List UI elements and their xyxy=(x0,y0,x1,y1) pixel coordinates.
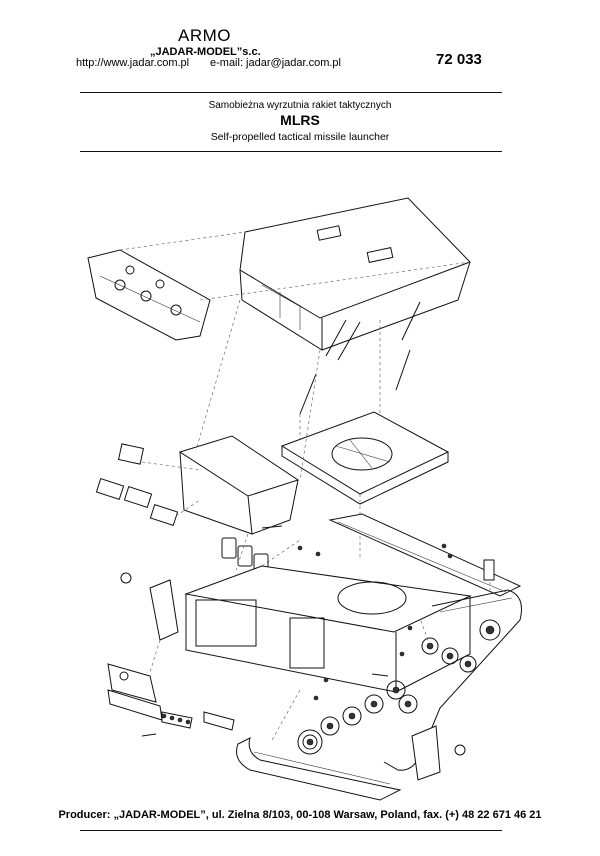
product-code: 72 033 xyxy=(436,51,482,68)
side-panel xyxy=(120,572,179,641)
drive-sprocket xyxy=(297,729,323,755)
cab-roof xyxy=(95,435,300,535)
track-upper xyxy=(328,513,522,597)
producer-info: Producer: „JADAR-MODEL”, ul. Zielna 8/10… xyxy=(58,809,542,821)
title-divider xyxy=(80,151,502,152)
company-name: „JADAR-MODEL”s.c. xyxy=(150,46,261,58)
subtitle-english: Self-propelled tactical missile launcher xyxy=(210,131,390,143)
email-contact[interactable]: e-mail: jadar@jadar.com.pl xyxy=(210,57,341,69)
track-right xyxy=(383,589,522,771)
assembly-guide-lines xyxy=(149,299,431,741)
lift-struts xyxy=(299,301,421,415)
header-divider xyxy=(80,92,502,93)
track-left xyxy=(236,737,402,801)
small-fittings xyxy=(141,525,453,737)
website-link[interactable]: http://www.jadar.com.pl xyxy=(76,57,190,69)
footer-divider xyxy=(80,830,502,831)
road-wheels xyxy=(320,619,501,736)
turntable-frame xyxy=(280,411,450,505)
subtitle-polish: Samobieżna wyrzutnia rakiet taktycznych xyxy=(208,100,392,111)
launcher-pod-cover xyxy=(239,197,471,351)
model-title: MLRS xyxy=(280,112,320,128)
rear-door xyxy=(411,725,466,781)
vehicle-hull xyxy=(184,565,472,693)
brand-name: ARMO xyxy=(178,26,231,45)
front-plates xyxy=(107,663,235,731)
launcher-end-plate xyxy=(87,249,211,341)
